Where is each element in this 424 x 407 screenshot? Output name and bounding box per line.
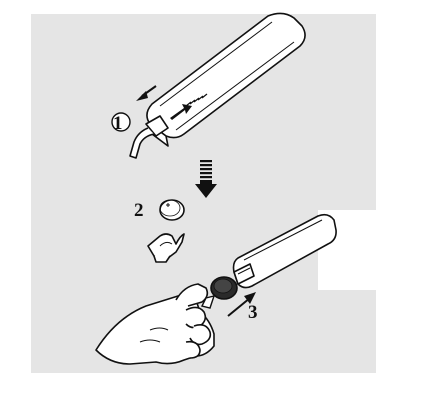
step-3-label: 3 [248,303,258,322]
step-1-label: 1 [113,114,123,133]
coin-battery-icon [160,200,184,220]
step-2-label: 2 [134,201,144,220]
